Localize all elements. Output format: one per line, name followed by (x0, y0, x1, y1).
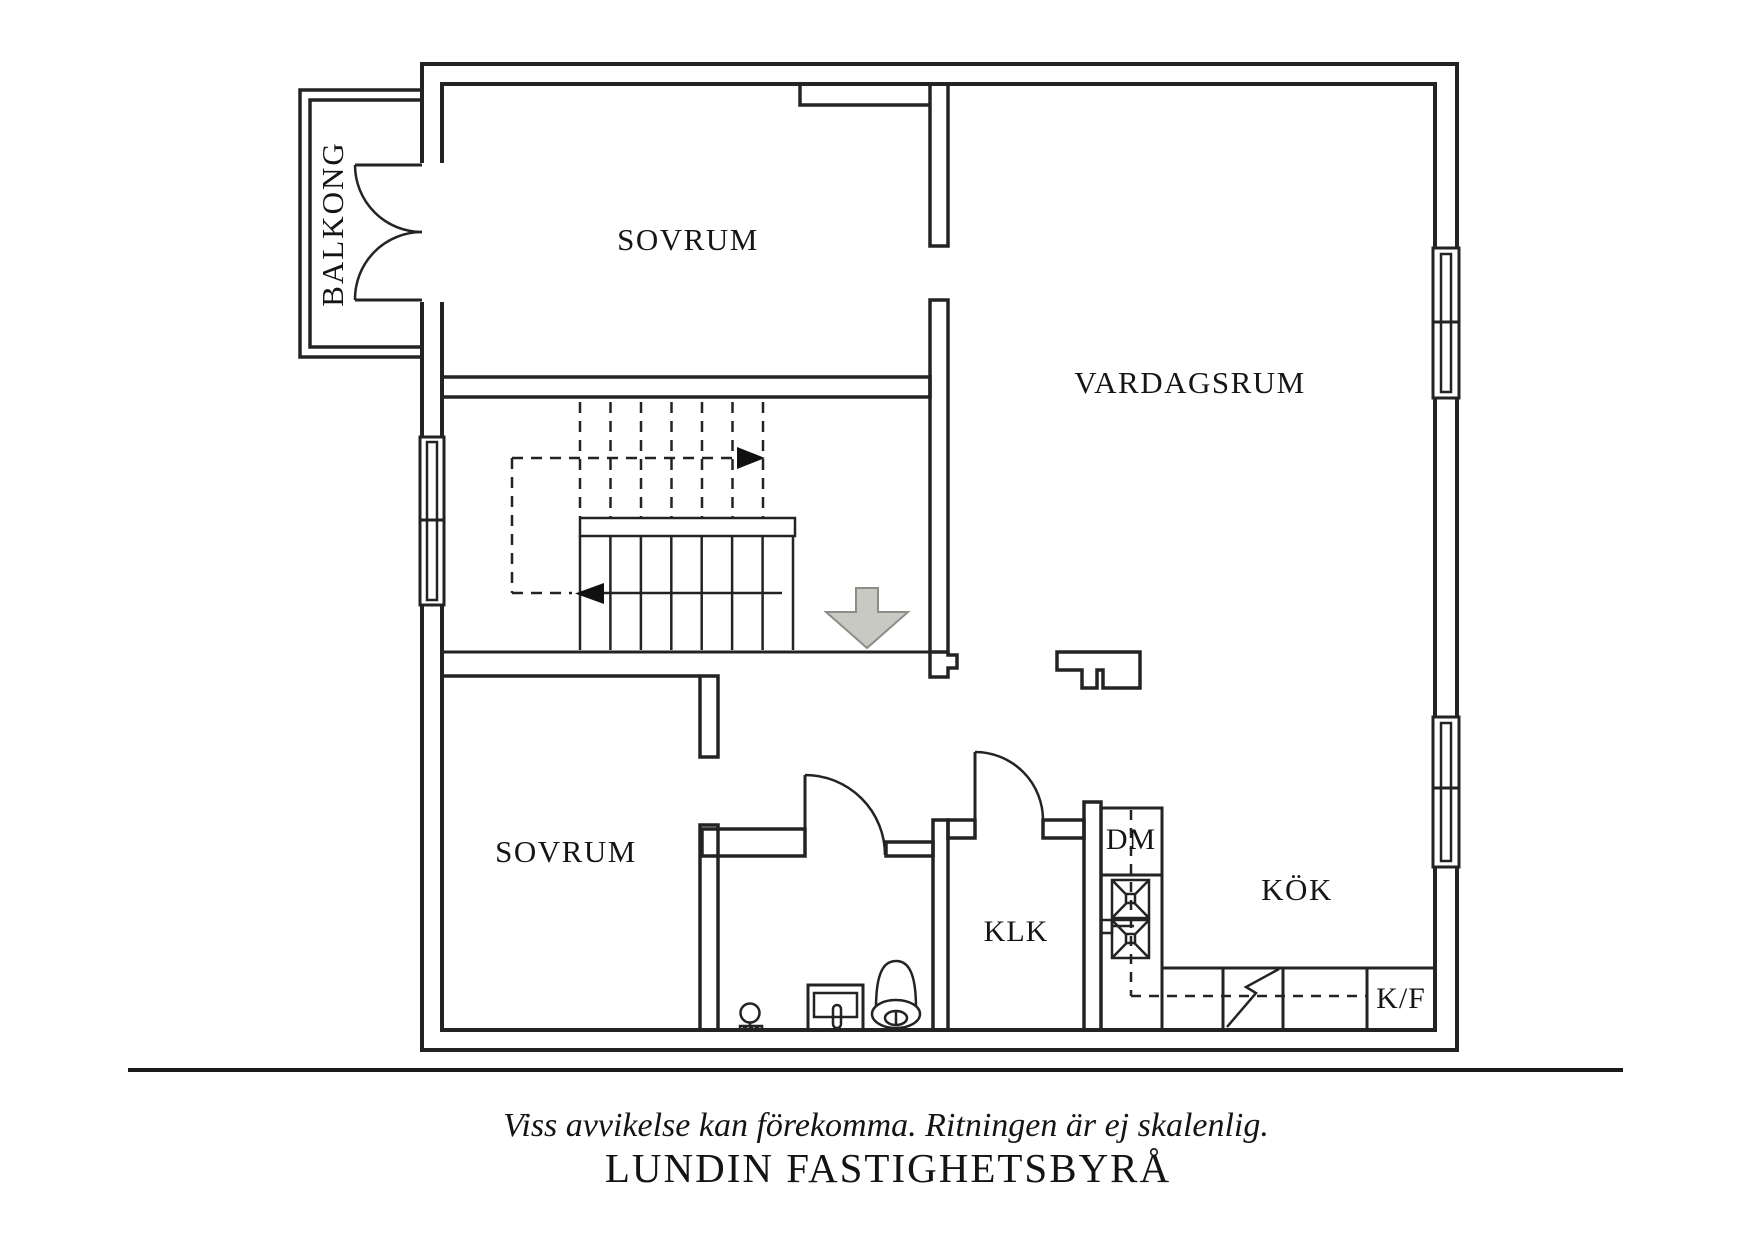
entry-down-arrow-icon (823, 587, 911, 650)
window-right-upper-icon (1431, 246, 1461, 400)
kitchen-sink-icon (1099, 878, 1151, 960)
floor-drain-icon (738, 1002, 764, 1032)
counter-dashed-lines (1129, 810, 1367, 998)
bathroom-door-icon (803, 773, 887, 856)
interior-walls (440, 82, 959, 679)
sink-icon (806, 983, 865, 1032)
stairs-up-arrow-icon (737, 447, 765, 469)
stove-icon (1226, 967, 1280, 1028)
bedroom-bottom-walls (443, 674, 720, 1032)
balcony-door-icon (353, 163, 423, 302)
balcony (298, 88, 447, 359)
bathroom-walls (700, 818, 950, 1032)
kitchen-counter (1099, 806, 1435, 1032)
toilet-icon (870, 959, 922, 1030)
window-right-lower-icon (1431, 715, 1461, 869)
footer-company: LUNDIN FASTIGHETSBYRÅ (604, 1145, 1172, 1191)
living-room-label: VARDAGSRUM (1074, 365, 1306, 400)
closet-label: KLK (983, 915, 1049, 948)
closet-door-icon (973, 750, 1045, 821)
kitchen-island (1055, 650, 1142, 690)
window-left-icon (418, 435, 446, 607)
footer-disclaimer: Viss avvikelse kan förekomma. Ritningen … (503, 1107, 1269, 1144)
dishwasher-label: DM (1105, 823, 1157, 856)
balcony-label: BALKONG (315, 141, 350, 307)
bedroom-bottom-label: SOVRUM (495, 834, 637, 869)
fridge-freezer-label: K/F (1376, 982, 1426, 1015)
staircase (510, 402, 797, 650)
bedroom-top-label: SOVRUM (617, 222, 759, 257)
kitchen-label: KÖK (1261, 872, 1333, 907)
stairs-down-arrow-icon (575, 583, 604, 604)
